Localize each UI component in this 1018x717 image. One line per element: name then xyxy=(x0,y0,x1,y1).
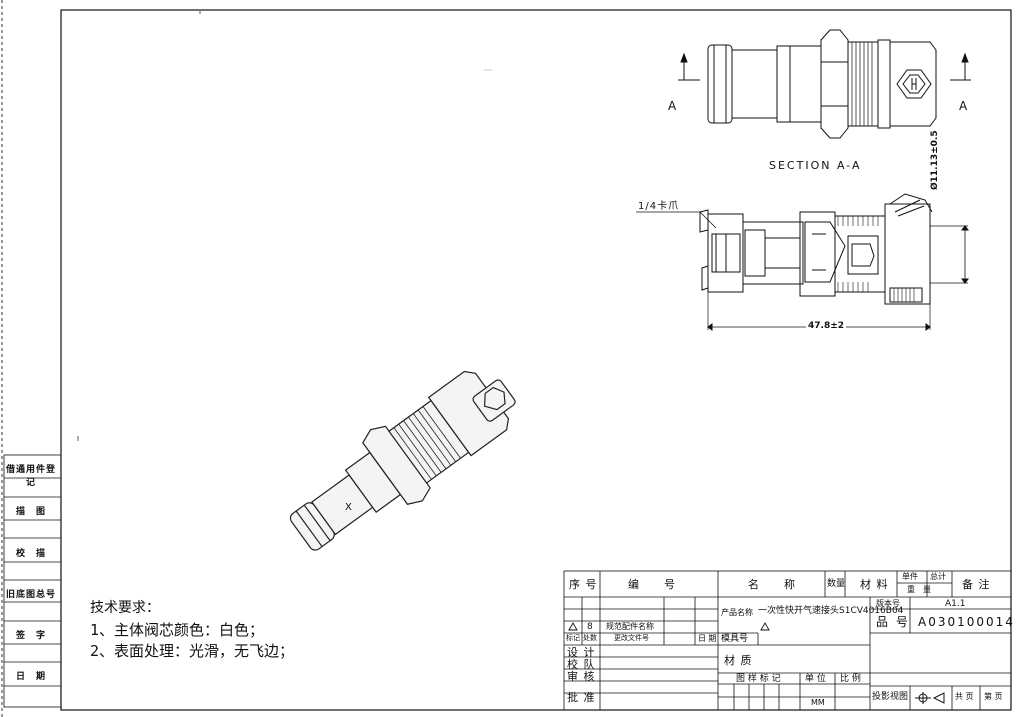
label-mold-no: 模具号 xyxy=(721,634,749,644)
header-seq: 序 号 xyxy=(569,578,598,591)
claw-callout: 1/4卡爪 xyxy=(638,201,680,212)
label-projection: 投影视图 xyxy=(872,692,909,702)
section-title: SECTION A-A xyxy=(769,159,862,172)
header-quantity: 数量 xyxy=(827,579,846,589)
label-approve: 批 准 xyxy=(567,691,596,704)
header-name: 名 称 xyxy=(748,578,796,591)
label-proof: 校 队 xyxy=(567,658,596,671)
side-label-signature: 签 字 xyxy=(15,631,46,641)
isometric-view: X xyxy=(289,370,516,551)
label-drawing-mark: 图 样 标 记 xyxy=(736,674,781,684)
label-unit: 单 位 xyxy=(805,674,826,684)
svg-text:X: X xyxy=(345,502,352,513)
side-label-proofing: 校 描 xyxy=(15,549,46,559)
side-label-date: 日 期 xyxy=(15,672,46,682)
elevation-view xyxy=(678,29,971,139)
revision-text: 规范配件名称 xyxy=(606,622,654,631)
label-count: 处数 xyxy=(583,634,597,642)
label-mark: 标记 xyxy=(566,634,580,642)
title-block-grid xyxy=(563,570,1012,711)
side-registration-table xyxy=(3,454,62,708)
product-name: 一次性快开气速接头S1CV4016B04 xyxy=(758,606,904,616)
side-label-tracing: 描 图 xyxy=(15,507,46,517)
unit-value: MM xyxy=(811,698,825,707)
section-view xyxy=(636,193,969,331)
diameter-dimension: Ø11.13±0.5 xyxy=(930,130,940,190)
side-label-registration: 借通用件登记 xyxy=(5,465,56,488)
label-scale: 比 例 xyxy=(840,674,861,684)
drawing-border xyxy=(60,9,1012,711)
label-page: 第 页 xyxy=(984,692,1003,701)
length-dimension: 47.8±2 xyxy=(806,321,847,331)
tech-requirement-2: 2、表面处理：光滑，无飞边； xyxy=(90,642,295,660)
version-value: A1.1 xyxy=(945,599,966,609)
section-marker-right: A xyxy=(959,99,969,113)
side-label-original-drawing-no: 旧底图总号 xyxy=(5,590,56,600)
label-total-pages: 共 页 xyxy=(955,692,974,701)
label-version: 版本号 xyxy=(876,599,900,608)
projection-symbol-icon xyxy=(915,692,945,704)
section-marker-left: A xyxy=(668,99,678,113)
label-design: 设 计 xyxy=(567,646,596,659)
header-weight: 重 量 xyxy=(907,585,931,594)
part-number: A030100014 xyxy=(918,615,1015,629)
tech-requirement-1: 1、主体阀芯颜色：白色； xyxy=(90,621,265,639)
label-part-no: 品 号 xyxy=(876,615,910,629)
label-material-quality: 材 质 xyxy=(724,654,753,667)
header-remarks: 备 注 xyxy=(962,578,991,591)
header-single: 单件 xyxy=(902,572,918,581)
label-product-name: 产品名称 xyxy=(721,608,753,617)
header-total: 总计 xyxy=(930,572,946,581)
label-review: 审 核 xyxy=(567,670,596,683)
header-code: 编 号 xyxy=(628,578,676,591)
label-change-doc: 更改文件号 xyxy=(614,634,649,642)
header-material: 材 料 xyxy=(860,578,889,591)
label-date: 日 期 xyxy=(698,634,717,643)
revision-count: 8 xyxy=(587,622,593,632)
tech-requirements-title: 技术要求： xyxy=(90,600,160,616)
warning-triangle-icon xyxy=(568,622,770,631)
